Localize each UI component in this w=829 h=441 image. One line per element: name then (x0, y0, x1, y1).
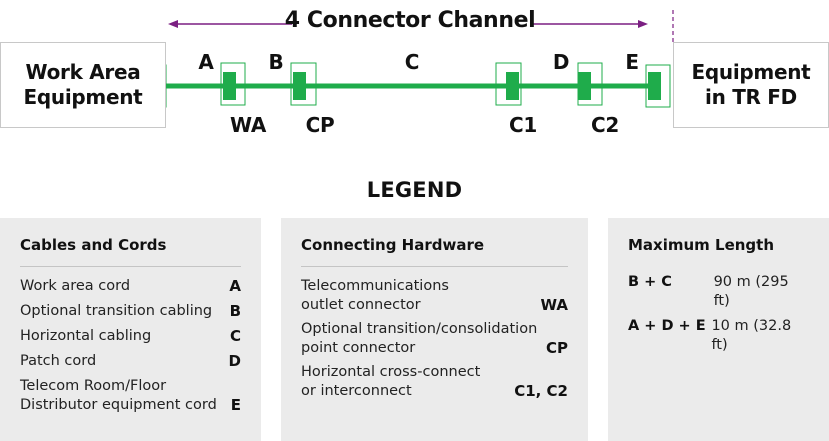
connector-label-wa: WA (229, 113, 267, 137)
cp-connector (293, 72, 306, 100)
length-heading: Maximum Length (628, 236, 775, 254)
equipment-tr-fd-box: Equipment in TR FD (673, 42, 829, 128)
connector-label-cp: CP (305, 113, 335, 137)
connector-label-c2: C2 (591, 113, 619, 137)
cables-and-cords-panel: Cables and Cords Work area cord A Option… (0, 218, 261, 441)
segment-label-d: D (552, 50, 570, 74)
hardware-code: C1, C2 (514, 382, 568, 400)
length-row: B + C 90 m (295 ft) (628, 273, 809, 311)
cable-code: E (230, 396, 241, 414)
c2-connector (578, 72, 591, 100)
cable-desc: Telecom Room/Floor Distributor equipment… (20, 378, 217, 413)
cable-desc: Patch cord (20, 353, 97, 369)
segment-label-a: A (198, 50, 214, 74)
connector-label-c1: C1 (509, 113, 537, 137)
cable-desc: Work area cord (20, 278, 131, 294)
legend-row: Work area cord A (20, 277, 241, 296)
hardware-desc: Horizontal cross-connect or interconnect (301, 364, 481, 399)
cables-heading: Cables and Cords (20, 236, 241, 267)
right-end-connector (648, 72, 661, 100)
legend-row: Patch cord D (20, 352, 241, 371)
segment-label-b: B (268, 50, 284, 74)
hardware-code: WA (540, 296, 568, 314)
length-row: A + D + E 10 m (32.8 ft) (628, 317, 809, 355)
cable-desc: Optional transition cabling (20, 303, 213, 319)
work-area-equipment-box: Work Area Equipment (0, 42, 166, 128)
hardware-desc: Telecommunications outlet connector (301, 278, 449, 313)
length-expr: B + C (628, 274, 672, 290)
segment-label-e: E (625, 50, 639, 74)
legend-row: Telecommunications outlet connector WA (301, 277, 568, 315)
length-expr: A + D + E (628, 318, 706, 334)
maximum-length-panel: Maximum Length B + C 90 m (295 ft) A + D… (608, 218, 829, 441)
legend-title: LEGEND (366, 178, 463, 202)
c1-connector (506, 72, 519, 100)
legend-row: Optional transition cabling B (20, 302, 241, 321)
arrow-left-head (168, 20, 178, 28)
legend-row: Optional transition/consolidation point … (301, 320, 568, 358)
wa-connector (223, 72, 236, 100)
hardware-heading: Connecting Hardware (301, 236, 568, 267)
connecting-hardware-panel: Connecting Hardware Telecommunications o… (281, 218, 588, 441)
channel-diagram: 4 Connector Channel Work Area Equipment … (0, 0, 829, 170)
length-value: 90 m (295 ft) (713, 274, 789, 309)
channel-title: 4 Connector Channel (284, 8, 536, 33)
cable-code: D (228, 352, 241, 370)
length-value: 10 m (32.8 ft) (711, 318, 792, 353)
segment-label-c: C (404, 50, 420, 74)
equipment-tr-fd-label: Equipment in TR FD (691, 60, 811, 109)
legend-row: Horizontal cross-connect or interconnect… (301, 363, 568, 401)
hardware-code: CP (545, 339, 568, 357)
cable-desc: Horizontal cabling (20, 328, 152, 344)
cable-code: B (229, 302, 241, 320)
cable-code: C (229, 327, 241, 345)
work-area-equipment-label: Work Area Equipment (23, 60, 143, 109)
hardware-desc: Optional transition/consolidation point … (301, 321, 538, 356)
legend-row: Telecom Room/Floor Distributor equipment… (20, 377, 241, 415)
cable-code: A (229, 277, 241, 295)
legend-row: Horizontal cabling C (20, 327, 241, 346)
arrow-right-head (638, 20, 648, 28)
